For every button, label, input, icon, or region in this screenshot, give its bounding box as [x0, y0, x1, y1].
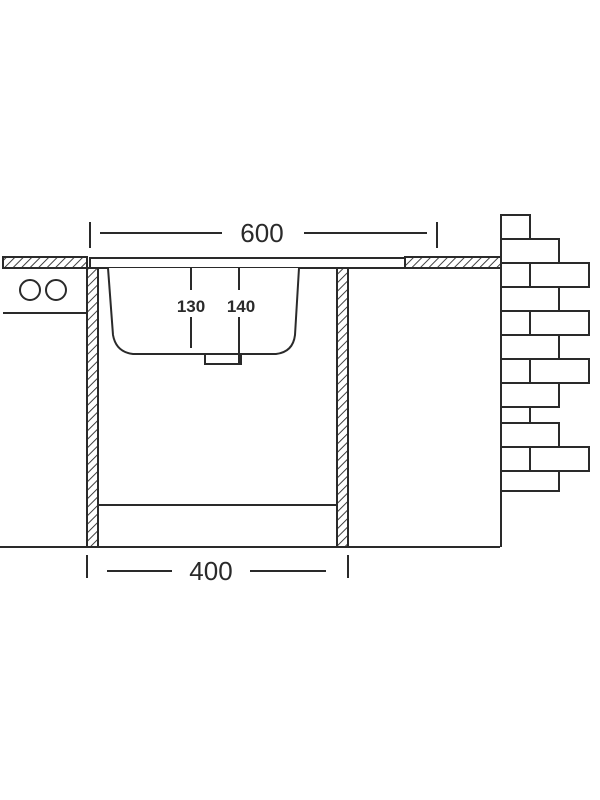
sink-rim — [89, 257, 406, 269]
cabinet-right-panel — [336, 267, 349, 548]
pipe-circle-right — [45, 279, 67, 301]
bowl-depth-markers — [190, 268, 240, 364]
dimension-label-140: 140 — [227, 297, 255, 316]
cabinet-left-panel — [86, 267, 99, 548]
pipe-circle-left — [19, 279, 41, 301]
dimension-label-130: 130 — [177, 297, 205, 316]
left-countertop — [2, 256, 88, 269]
drain — [204, 353, 242, 365]
brick-wall — [500, 214, 590, 492]
dimension-400 — [86, 555, 349, 578]
dimension-600 — [89, 222, 438, 248]
dimension-label-600: 600 — [240, 218, 283, 248]
right-countertop — [404, 256, 502, 269]
dimension-label-400: 400 — [189, 556, 232, 586]
